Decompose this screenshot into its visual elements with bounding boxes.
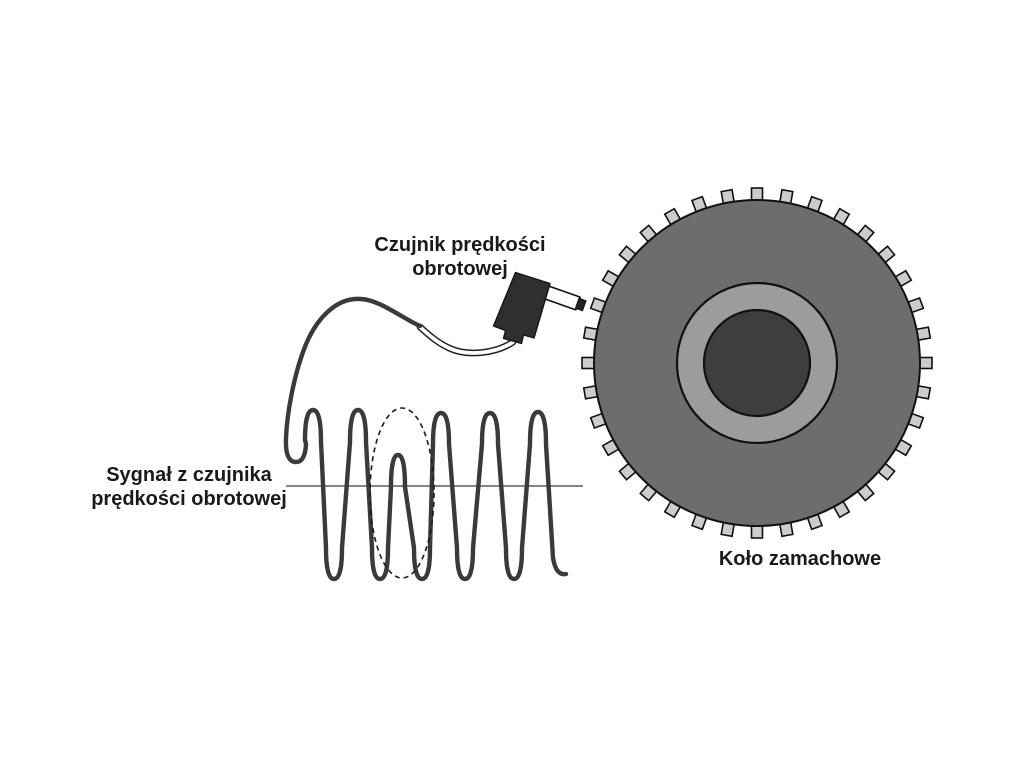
- reference-cycle-marker: [369, 407, 435, 579]
- signal-label-line1: Sygnał z czujnika: [106, 464, 272, 486]
- flywheel-label: Koło zamachowe: [690, 547, 910, 571]
- sensor-label: Czujnik prędkości obrotowej: [335, 233, 585, 281]
- sensor-probe-barrel: [543, 285, 581, 311]
- signal-waveform: [283, 296, 569, 582]
- sensor-label-line1: Czujnik prędkości: [374, 234, 546, 256]
- signal-label: Sygnał z czujnika prędkości obrotowej: [80, 463, 298, 511]
- flywheel-label-text: Koło zamachowe: [718, 548, 882, 570]
- flywheel-hub: [702, 308, 812, 418]
- sensor-label-line2: obrotowej: [412, 258, 508, 280]
- sensor-probe-tip: [574, 297, 587, 312]
- signal-label-line2: prędkości obrotowej: [91, 488, 287, 510]
- sensor-probe: [543, 285, 587, 312]
- flywheel: [581, 187, 933, 539]
- sensor-cable-core: [418, 325, 515, 355]
- sensor-body: [492, 271, 551, 345]
